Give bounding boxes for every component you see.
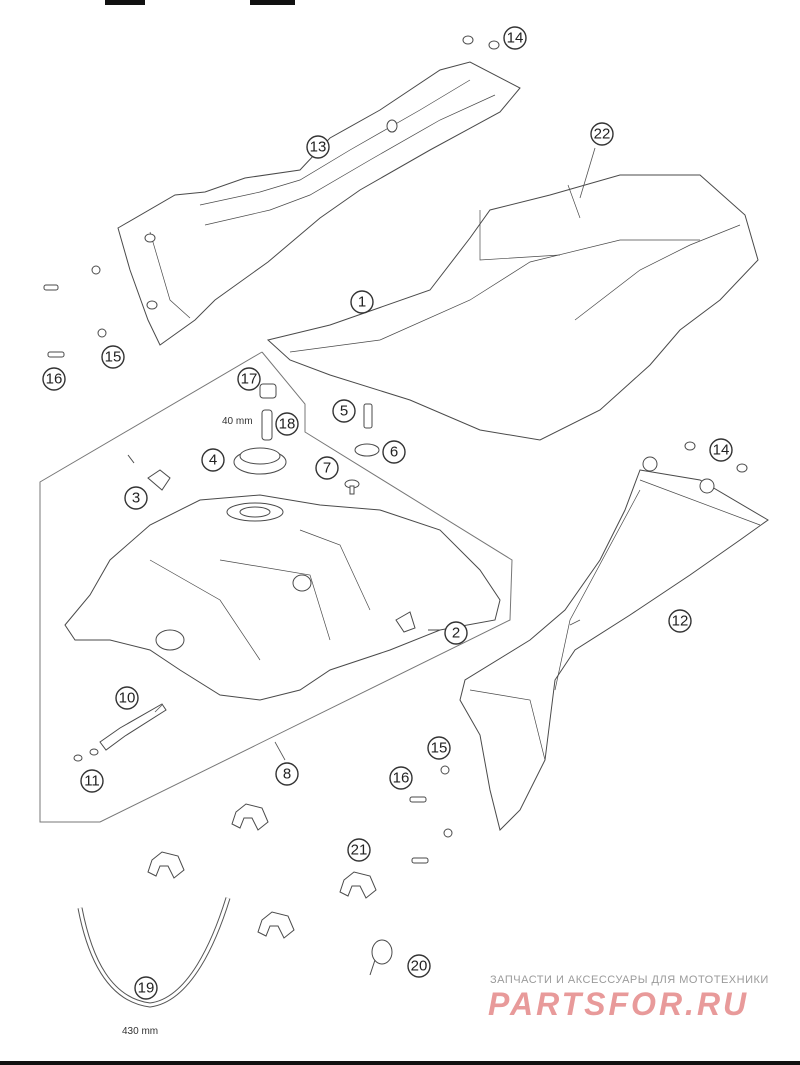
bottom-rule [0,1061,800,1065]
callout-8: 8 [275,762,299,786]
callout-18: 18 [275,412,299,436]
callout-14-top: 14 [503,26,527,50]
callout-11: 11 [80,769,104,793]
svg-text:6: 6 [390,444,398,461]
screws-11 [73,748,99,762]
callout-15-right: 15 [427,736,451,760]
callout-6: 6 [382,440,406,464]
cable-tie-20 [369,939,393,976]
svg-text:20: 20 [411,958,428,975]
heading-fragment [105,0,295,5]
callout-22: 22 [590,122,614,146]
svg-text:12: 12 [672,613,689,630]
bracket-2 [395,611,440,633]
callout-13: 13 [306,135,330,159]
fuel-tap-10 [99,703,167,751]
svg-text:22: 22 [594,126,611,143]
callout-1: 1 [350,290,374,314]
svg-text:11: 11 [84,773,100,790]
bolts-left-16-15 [43,265,107,358]
rubber-17 [259,383,277,399]
callout-21: 21 [347,838,371,862]
bolts-14-top [462,35,500,50]
left-side-panel [117,61,521,346]
bolts-14-right [684,441,748,473]
callout-16-right: 16 [389,766,413,790]
svg-text:17: 17 [241,371,258,388]
callout-14-right: 14 [709,438,733,462]
callout-2: 2 [444,621,468,645]
callout-20: 20 [407,954,431,978]
svg-text:2: 2 [452,625,460,642]
fuel-tank [64,494,501,701]
callout-12: 12 [668,609,692,633]
right-side-panel [459,456,769,831]
assembly-outline [39,351,513,823]
bolts-right-16-15 [409,765,453,864]
callout-3: 3 [124,486,148,510]
callout-16-left: 16 [42,367,66,391]
callout-4: 4 [201,448,225,472]
svg-text:16: 16 [393,770,410,787]
leader-lines [154,147,596,761]
svg-text:8: 8 [283,766,291,783]
svg-text:10: 10 [119,690,136,707]
svg-text:1: 1 [358,294,366,311]
bracket-3 [127,454,171,491]
callout-10: 10 [115,686,139,710]
svg-text:15: 15 [431,740,448,757]
svg-text:21: 21 [351,842,368,859]
bolt-5 [363,403,373,429]
svg-text:15: 15 [105,349,122,366]
callout-5: 5 [332,399,356,423]
svg-text:3: 3 [132,490,140,507]
dimension-430mm: 430 mm [122,1026,158,1037]
svg-text:14: 14 [713,442,730,459]
svg-text:4: 4 [209,452,217,469]
callout-7: 7 [315,456,339,480]
hose-18 [261,409,273,441]
watermark-caption: ЗАПЧАСТИ И АКСЕССУАРЫ ДЛЯ МОТОТЕХНИКИ [490,974,769,986]
fuel-cap [233,447,287,475]
callout-15-left: 15 [101,345,125,369]
svg-text:14: 14 [507,30,524,47]
svg-text:7: 7 [323,460,331,477]
svg-text:13: 13 [310,139,327,156]
clips-21 [147,803,377,939]
svg-text:5: 5 [340,403,348,420]
bushing-6 [354,443,380,457]
seat [266,174,759,441]
svg-text:18: 18 [279,416,296,433]
hose-19 [77,897,231,1008]
dimension-40mm: 40 mm [222,416,253,427]
svg-text:16: 16 [46,371,63,388]
watermark-brand: PARTSFOR.RU [488,986,750,1022]
screw-7 [344,479,360,495]
callout-19: 19 [134,976,158,1000]
svg-text:19: 19 [138,980,155,997]
callout-17: 17 [237,367,261,391]
